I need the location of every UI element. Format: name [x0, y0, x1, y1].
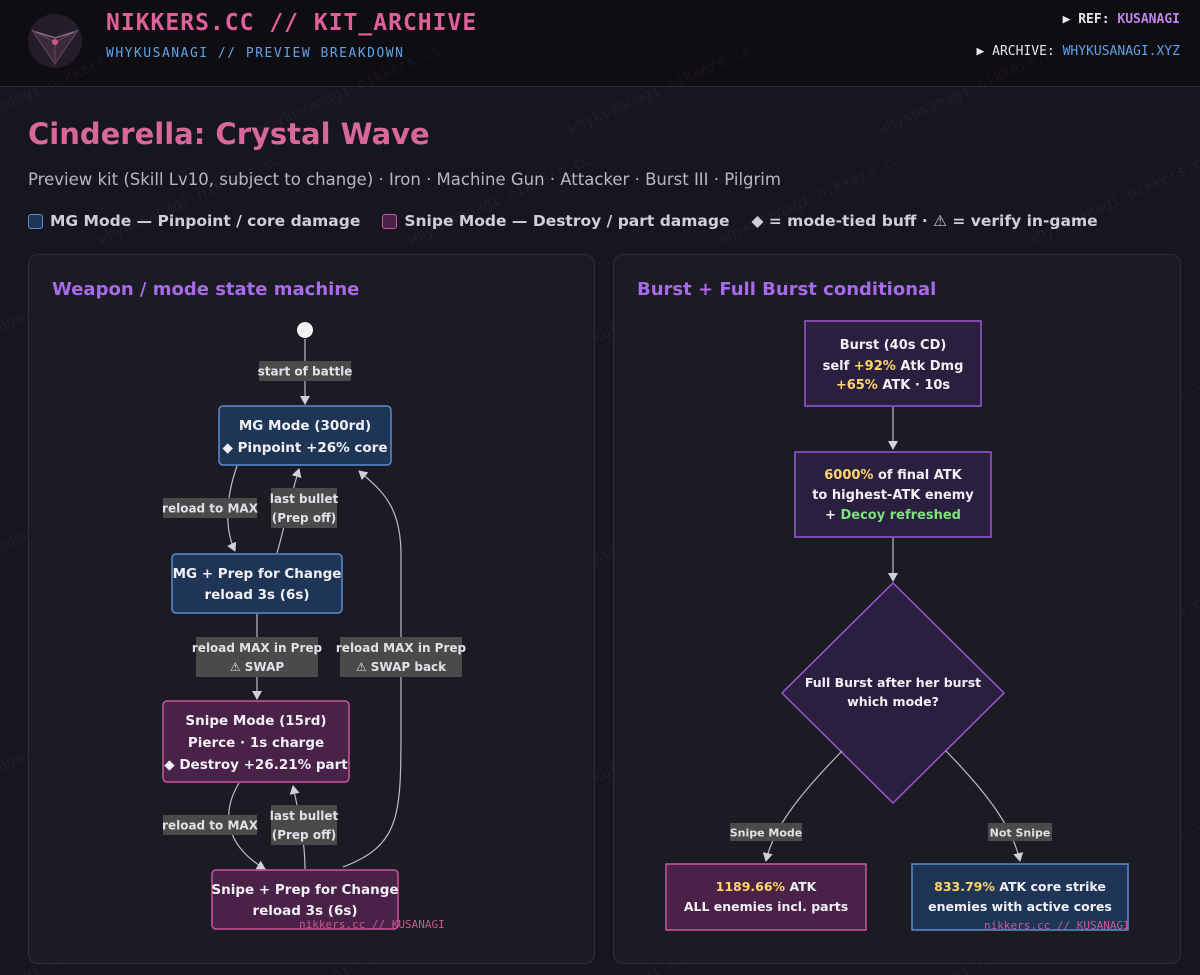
mg-mode-line2: ◆ Pinpoint +26% core [223, 440, 388, 456]
snipe-mode-line3: ◆ Destroy +26.21% part [164, 757, 348, 773]
edge-label-bg [259, 361, 351, 381]
decision-line1: Full Burst after her burst [805, 675, 981, 690]
edge-label-bg [271, 805, 337, 845]
archive-value: WHYKUSANAGI.XYZ [1062, 44, 1180, 59]
edge-label-snipe: Snipe Mode [730, 827, 803, 840]
burst-panel-title: Burst + Full Burst conditional [637, 279, 937, 300]
mg-result-line1: 833.79% ATK core strike [934, 879, 1106, 894]
right-stamp: nikkers.cc // KUSANAGI [984, 919, 1130, 932]
legend-snipe-label: Snipe Mode — Destroy / part damage [404, 212, 730, 230]
edge-label-bg [730, 823, 802, 841]
left-stamp: nikkers.cc // KUSANAGI [299, 918, 445, 931]
snipe-result-line1: 1189.66% ATK [716, 879, 818, 894]
burst-diagram: Burst (40s CD) self +92% Atk Dmg +65% AT… [665, 320, 1130, 932]
page-title: Cinderella: Crystal Wave [28, 117, 430, 151]
burst-node [804, 320, 982, 407]
damage-line1: 6000% of final ATK [824, 468, 962, 483]
snipe-prep-line2: reload 3s (6s) [252, 903, 357, 919]
edge-label-bg [163, 815, 257, 835]
page-subtitle: Preview kit (Skill Lv10, subject to chan… [28, 170, 781, 189]
watermark-text: whykusanagi nikkers.cc [1024, 150, 1200, 248]
edge-snipe-branch [762, 750, 843, 862]
edge-label-last-bullet-2a: last bullet [270, 809, 339, 823]
snipe-mode-node [162, 700, 350, 783]
mg-prep-line1: MG + Prep for Change [173, 566, 342, 582]
snipe-result-line2: ALL enemies incl. parts [684, 899, 848, 914]
legend-note: ◆ = mode-tied buff · ⚠ = verify in-game [751, 212, 1097, 230]
brand-subtitle: WHYKUSANAGI // PREVIEW BREAKDOWN [106, 46, 405, 61]
mg-swatch-icon [28, 213, 43, 229]
edge-label-swap-back-b: ⚠ SWAP back [356, 660, 447, 674]
snipe-prep-line1: Snipe + Prep for Change [211, 882, 398, 898]
snipe-mode-line2: Pierce · 1s charge [188, 735, 324, 751]
mg-prep-line2: reload 3s (6s) [204, 587, 309, 603]
edge-not-snipe-branch [945, 750, 1024, 862]
edge-label-swap-b: ⚠ SWAP [230, 660, 285, 674]
legend-item-snipe: Snipe Mode — Destroy / part damage [382, 212, 729, 230]
edge-label-last-bullet-2b: (Prep off) [272, 828, 337, 842]
edge-label-bg [340, 637, 462, 677]
mg-prep-node [171, 553, 343, 614]
edge-label-swap-back-a: reload MAX in Prep [336, 641, 467, 655]
mg-result-node [911, 863, 1129, 931]
ref-link[interactable]: ▶ REF: KUSANAGI [1063, 12, 1180, 27]
watermark-text: whykusanagi nikkers.cc [404, 150, 594, 248]
edge-label-reload-max-1: reload to MAX [162, 502, 259, 516]
legend-mg-label: MG Mode — Pinpoint / core damage [50, 212, 361, 230]
watermark-text: whykusanagi nikkers.cc [94, 150, 284, 248]
edge-label-last-bullet-1a: last bullet [270, 492, 339, 506]
archive-link[interactable]: ▶ ARCHIVE: WHYKUSANAGI.XYZ [976, 44, 1180, 59]
watermark-text: whykusanagi nikkers.cc [714, 150, 904, 248]
site-header: NIKKERS.CC // KIT_ARCHIVE WHYKUSANAGI //… [0, 0, 1200, 87]
state-machine-title: Weapon / mode state machine [52, 279, 360, 300]
damage-node [794, 451, 992, 538]
legend: MG Mode — Pinpoint / core damage Snipe M… [28, 212, 1120, 230]
edge-label-bg [196, 637, 318, 677]
mg-mode-node [218, 405, 392, 466]
edge-label-swap-a: reload MAX in Prep [192, 641, 323, 655]
burst-line1: Burst (40s CD) [840, 338, 947, 353]
legend-item-mg: MG Mode — Pinpoint / core damage [28, 212, 360, 230]
edge-swap-back [342, 470, 402, 868]
decision-line2: which mode? [847, 694, 939, 709]
edge-label-bg [988, 823, 1052, 841]
damage-line2: to highest-ATK enemy [812, 488, 974, 503]
crest-logo-icon [28, 14, 82, 68]
mg-mode-line1: MG Mode (300rd) [239, 418, 371, 434]
state-machine-diagram: start of battle MG Mode (300rd) ◆ Pinpoi… [162, 322, 467, 931]
state-machine-panel: Weapon / mode state machine start of bat… [28, 254, 595, 964]
mg-result-line2: enemies with active cores [928, 899, 1112, 914]
brand-title: NIKKERS.CC // KIT_ARCHIVE [106, 10, 478, 36]
edge-label-last-bullet-1b: (Prep off) [272, 511, 337, 525]
edge-label-start: start of battle [258, 365, 353, 379]
snipe-result-node [665, 863, 867, 931]
edge-label-reload-max-2: reload to MAX [162, 819, 259, 833]
burst-panel: Burst + Full Burst conditional Burst (40… [613, 254, 1181, 964]
snipe-swatch-icon [382, 213, 398, 229]
burst-line3: +65% ATK · 10s [836, 378, 951, 393]
edge-label-bg [163, 498, 257, 518]
legend-note-label: ◆ = mode-tied buff · ⚠ = verify in-game [751, 212, 1098, 230]
edge-label-not-snipe: Not Snipe [990, 827, 1051, 840]
archive-label: ▶ ARCHIVE: [976, 44, 1055, 59]
edge-label-bg [271, 488, 337, 528]
snipe-mode-line1: Snipe Mode (15rd) [185, 713, 326, 729]
damage-line3: + Decoy refreshed [825, 508, 961, 523]
burst-line2: self +92% Atk Dmg [823, 359, 964, 374]
ref-value: KUSANAGI [1117, 12, 1180, 27]
decision-node [780, 581, 1006, 805]
ref-label: ▶ REF: [1062, 12, 1110, 27]
start-node-icon [297, 322, 313, 338]
snipe-prep-node [211, 869, 399, 930]
